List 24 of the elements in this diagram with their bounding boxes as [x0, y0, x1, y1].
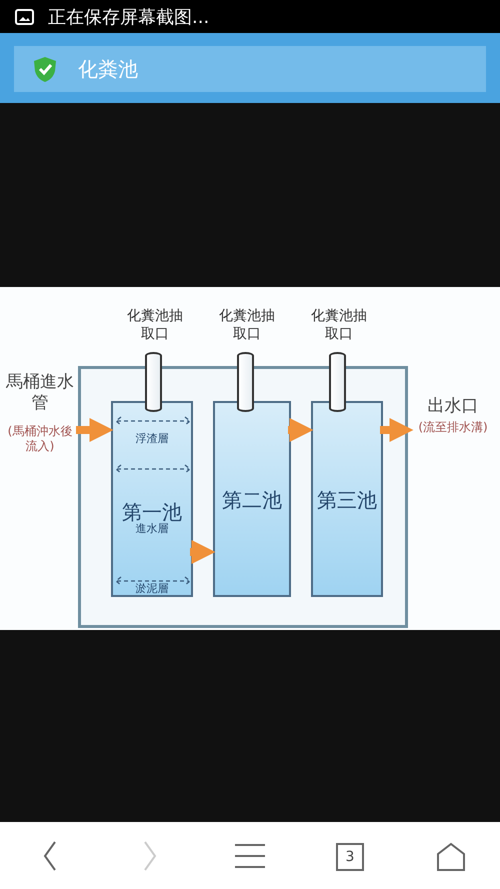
flow-arrow [190, 540, 216, 564]
tank-chamber [213, 401, 291, 597]
status-text: 正在保存屏幕截图... [48, 6, 210, 29]
layer-label: 進水層 [134, 522, 170, 536]
tab-count-button: 3 [336, 843, 364, 871]
layer-label: 浮渣層 [134, 431, 170, 446]
page-title: 化粪池 [78, 56, 138, 83]
layer-label: 淤泥層 [134, 581, 170, 596]
pipe-name-label: 馬桶進水管 [5, 372, 75, 414]
chamber-label: 第三池 [316, 487, 378, 514]
flow-arrow [76, 418, 114, 442]
note-label: (流至排水溝) [417, 420, 489, 435]
flow-arrow [288, 418, 314, 442]
tank-chamber [111, 401, 193, 597]
pipe-label: 化糞池抽取口 [310, 308, 368, 343]
pipe-label: 化糞池抽取口 [218, 308, 276, 343]
chamber-label: 第一池 [121, 499, 183, 524]
chamber-label: 第二池 [221, 487, 283, 514]
pipe-name-label: 出水口 [426, 396, 480, 418]
flow-arrow [380, 418, 414, 442]
tank-chamber [311, 401, 383, 597]
note-label: (馬桶沖水後流入) [6, 424, 74, 454]
septic-tank [78, 366, 408, 628]
pipe-label: 化糞池抽取口 [126, 308, 184, 343]
